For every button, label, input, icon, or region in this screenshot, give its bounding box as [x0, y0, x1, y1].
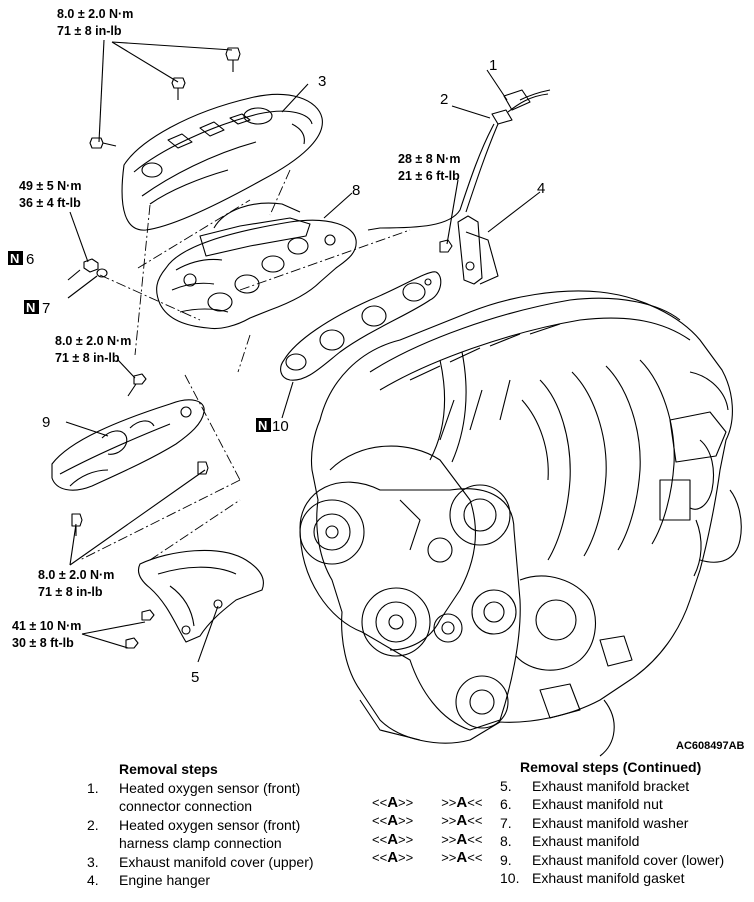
removal-mark: <<A>>	[372, 812, 414, 830]
service-mark-row-step-9: <<A>> >>A<<	[372, 849, 482, 867]
exhaust-manifold	[156, 202, 357, 330]
list-item: 1. Heated oxygen sensor (front)	[87, 779, 314, 798]
removal-steps-continued-title: Removal steps (Continued)	[520, 759, 702, 775]
torque-hanger-nm: 28 ± 8 N·m	[398, 152, 460, 166]
callout-6: 6	[26, 251, 34, 268]
torque-bracket-nm: 41 ± 10 N·m	[12, 619, 81, 633]
list-item-continuation: connector connection	[87, 797, 314, 816]
step-number: 4.	[87, 872, 99, 888]
list-item: 3. Exhaust manifold cover (upper)	[87, 853, 314, 872]
upper-cover-bolts	[89, 47, 241, 149]
torque-hanger-ftlb: 21 ± 6 ft-lb	[398, 169, 460, 183]
callout-10: 10	[272, 418, 289, 435]
service-mark-row-step-7: <<A>> >>A<<	[372, 812, 482, 830]
installation-mark: >>A<<	[441, 848, 483, 866]
step-number: 1.	[87, 779, 99, 796]
step-number: 5.	[500, 777, 512, 794]
manifold-nut-washer	[83, 258, 108, 278]
callout-7: 7	[42, 300, 50, 317]
torque-cover-lower-bottom-nm: 8.0 ± 2.0 N·m	[38, 568, 114, 582]
service-marks: <<A>> >>A<< <<A>> >>A<< <<A>> >>A<< <<A>…	[372, 794, 482, 867]
installation-mark: >>A<<	[441, 812, 483, 830]
step-label: Exhaust manifold cover (upper)	[119, 853, 314, 870]
step-number: 10.	[500, 870, 520, 886]
step-label: Heated oxygen sensor (front)	[119, 816, 301, 833]
list-item: 8. Exhaust manifold	[500, 832, 724, 851]
step-label: Exhaust manifold nut	[532, 796, 663, 812]
removal-steps-title: Removal steps	[119, 761, 218, 777]
step-number: 6.	[500, 796, 512, 812]
torque-cover-upper-inlb: 71 ± 8 in-lb	[57, 24, 122, 38]
callout-9: 9	[42, 414, 50, 431]
list-item: 2. Heated oxygen sensor (front)	[87, 816, 314, 835]
lower-cover-bolts	[71, 373, 209, 536]
service-mark-row-step-8: <<A>> >>A<<	[372, 831, 482, 849]
installation-mark: >>A<<	[441, 794, 483, 811]
callout-4: 4	[537, 180, 545, 197]
callout-8: 8	[352, 182, 360, 199]
list-item: 10. Exhaust manifold gasket	[500, 869, 724, 888]
torque-cover-lower-bottom-inlb: 71 ± 8 in-lb	[38, 585, 103, 599]
removal-mark: <<A>>	[372, 830, 414, 848]
torque-cover-lower-top-nm: 8.0 ± 2.0 N·m	[55, 334, 131, 348]
step-number: 7.	[500, 814, 512, 831]
alignment-lines	[79, 169, 411, 561]
engine-hanger	[439, 215, 499, 285]
step-label: Exhaust manifold	[532, 833, 640, 849]
removal-steps: Removal steps 1. Heated oxygen sensor (f…	[87, 760, 314, 890]
callout-3: 3	[318, 73, 326, 90]
list-item: 7. Exhaust manifold washer	[500, 814, 724, 833]
n-mark-6	[8, 251, 23, 265]
n-mark-6-letter: N	[10, 251, 19, 266]
n-mark-7-letter: N	[26, 300, 35, 315]
installation-mark: >>A<<	[441, 830, 483, 848]
oxygen-sensor-harness	[367, 89, 551, 231]
engine-assembly	[299, 290, 742, 757]
n-mark-10-letter: N	[258, 418, 267, 433]
step-number: 9.	[500, 851, 512, 868]
torque-labels: 8.0 ± 2.0 N·m 71 ± 8 in-lb 49 ± 5 N·m 36…	[12, 7, 460, 650]
torque-nut-ftlb: 36 ± 4 ft-lb	[19, 196, 81, 210]
torque-bracket-ftlb: 30 ± 8 ft-lb	[12, 636, 74, 650]
exhaust-manifold-cover-lower	[51, 399, 205, 491]
leader-lines	[65, 39, 541, 663]
step-label: connector connection	[119, 798, 253, 814]
step-label: Heated oxygen sensor (front)	[119, 779, 301, 796]
step-label: Exhaust manifold cover (lower)	[532, 851, 725, 868]
list-item: 6. Exhaust manifold nut	[500, 795, 724, 814]
step-number: 2.	[87, 816, 99, 833]
torque-nut-nm: 49 ± 5 N·m	[19, 179, 81, 193]
torque-cover-upper-nm: 8.0 ± 2.0 N·m	[57, 7, 133, 21]
removal-steps-continued: Removal steps (Continued) 5. Exhaust man…	[500, 758, 724, 888]
list-item: 5. Exhaust manifold bracket	[500, 777, 724, 796]
torque-cover-lower-top-inlb: 71 ± 8 in-lb	[55, 351, 120, 365]
step-label: harness clamp connection	[119, 835, 282, 851]
callout-2: 2	[440, 91, 448, 108]
n-mark-10	[256, 418, 271, 432]
step-label: Exhaust manifold washer	[532, 814, 689, 831]
step-label: Exhaust manifold gasket	[532, 870, 685, 886]
exhaust-manifold-cover-upper	[121, 93, 323, 231]
step-number: 3.	[87, 853, 99, 870]
callout-5: 5	[191, 669, 199, 686]
exhaust-manifold-gasket	[280, 271, 442, 381]
step-label: Exhaust manifold bracket	[532, 777, 690, 794]
removal-mark: <<A>>	[372, 848, 414, 866]
step-number: 8.	[500, 833, 512, 849]
callout-numbers: 1 2 3 4 5 8 9 N 6 N 7 N 10	[8, 57, 545, 686]
exhaust-manifold-bracket	[125, 549, 264, 649]
list-item: 9. Exhaust manifold cover (lower)	[500, 851, 724, 870]
figure-id: AC608497AB	[676, 740, 745, 752]
removal-mark: <<A>>	[372, 794, 414, 811]
list-item-continuation: harness clamp connection	[87, 834, 314, 853]
callout-1: 1	[489, 57, 497, 74]
list-item: 4. Engine hanger	[87, 871, 314, 890]
service-mark-row-step-6: <<A>> >>A<<	[372, 794, 482, 812]
n-mark-7	[24, 300, 39, 314]
step-label: Engine hanger	[119, 872, 211, 888]
